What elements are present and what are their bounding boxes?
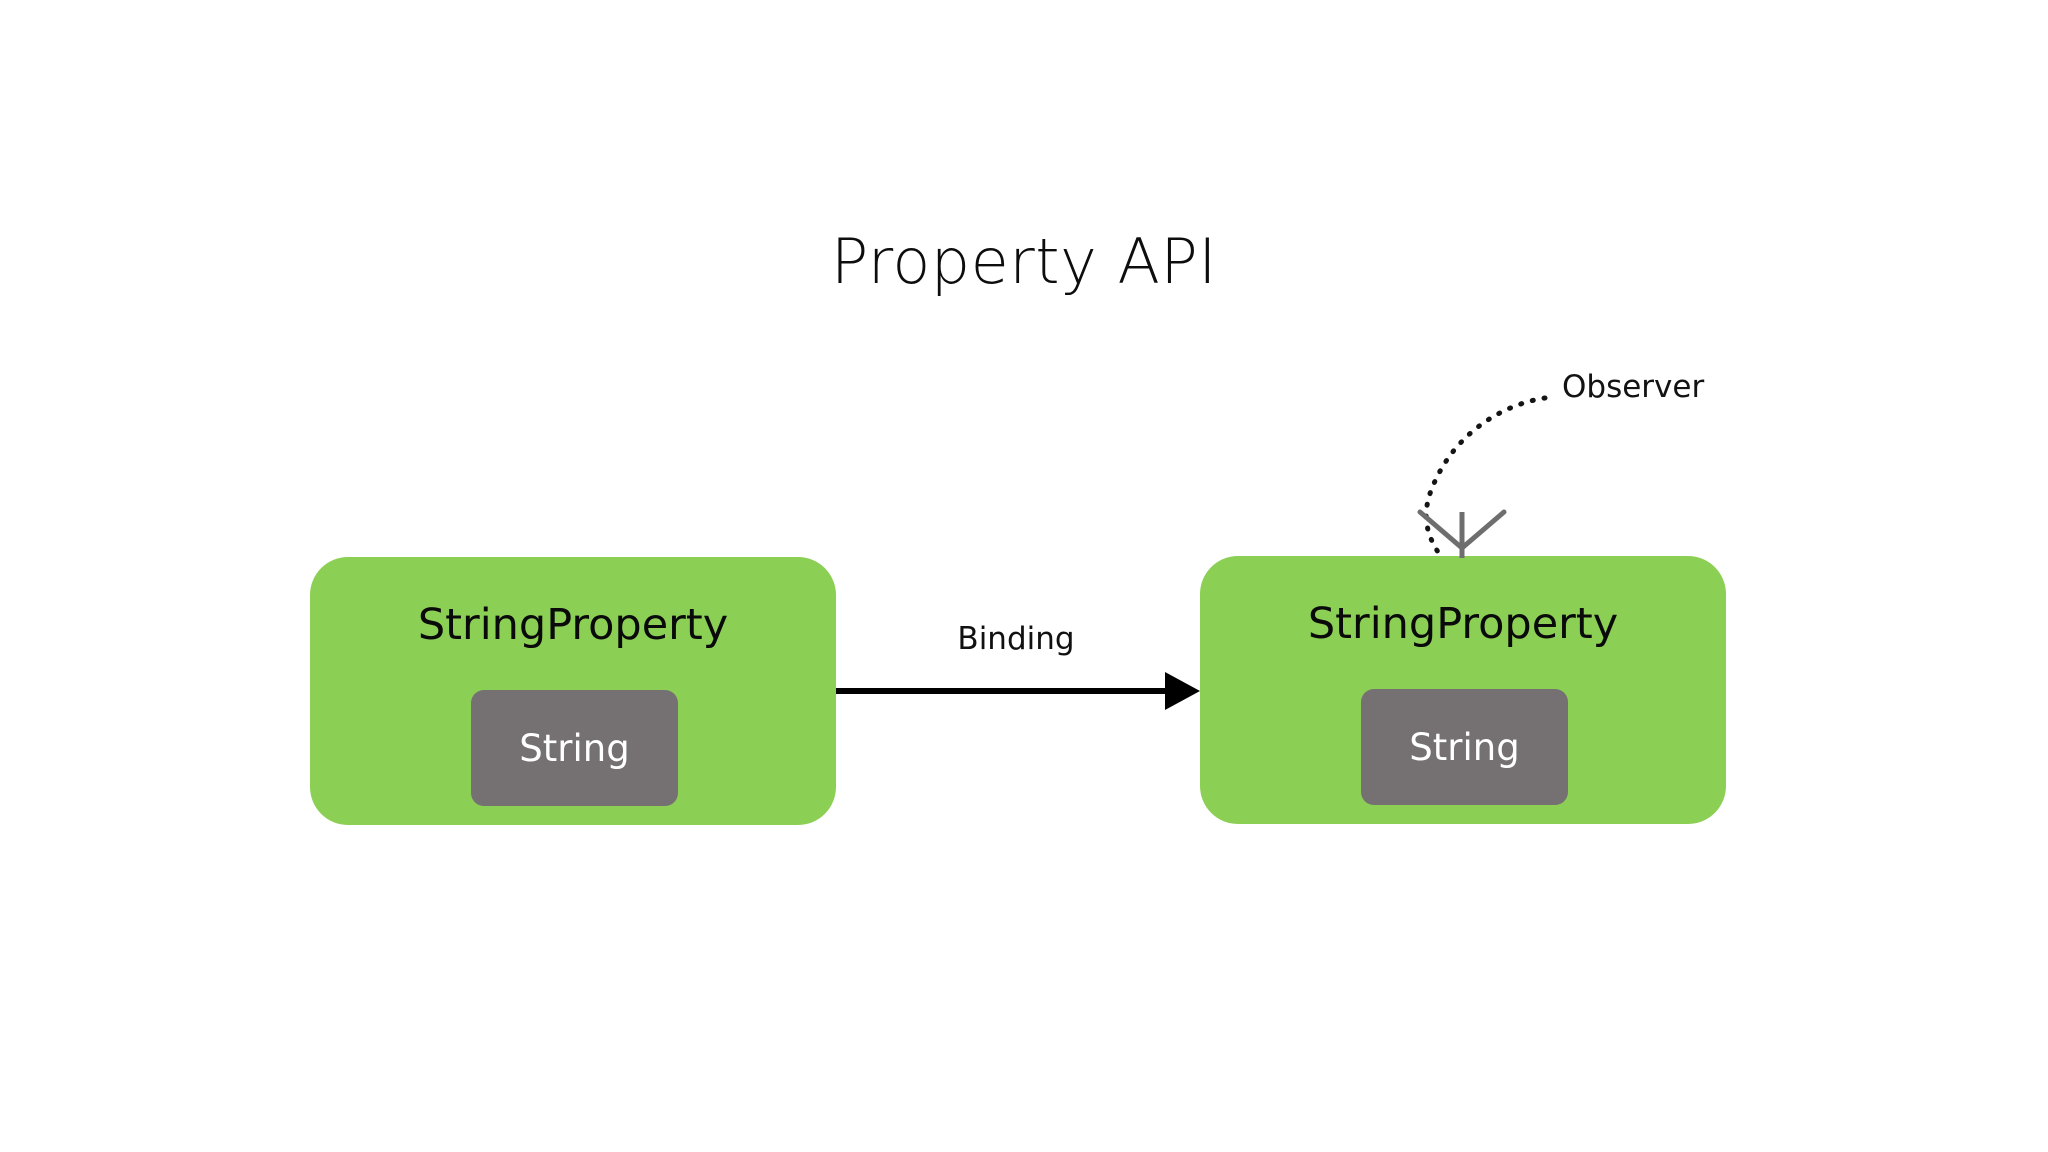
observer-arrowhead-icon (1417, 509, 1507, 558)
property-node-source: StringProperty String (310, 557, 836, 825)
binding-connector-label: Binding (957, 621, 1075, 657)
property-node-title: StringProperty (1307, 599, 1619, 649)
property-value-box: String (1361, 689, 1568, 805)
page-title: Property API (830, 225, 1218, 298)
observer-annotation-label: Observer (1562, 369, 1705, 405)
observer-leader-icon (1423, 395, 1548, 555)
property-node-title: StringProperty (417, 600, 729, 650)
property-value-box: String (471, 690, 678, 806)
property-node-target: StringProperty String (1200, 556, 1726, 824)
property-value-label: String (1409, 725, 1520, 769)
property-value-label: String (519, 726, 630, 770)
binding-arrow-icon (836, 672, 1200, 710)
